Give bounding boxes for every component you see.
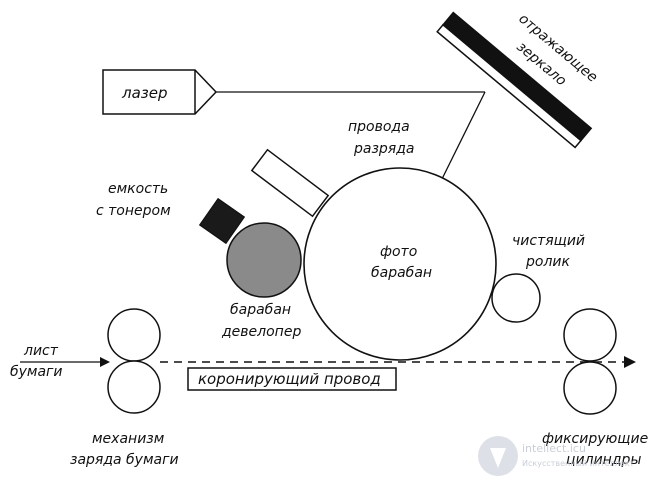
paper-label-line2: бумаги <box>10 364 63 380</box>
toner-container <box>198 197 246 245</box>
charge-roller-bottom <box>107 360 161 414</box>
toner-label-line2: с тонером <box>96 203 171 219</box>
fixing-label-line2: цилиндры <box>566 452 641 468</box>
cleaning-label-line1: чистящий <box>512 233 585 249</box>
photo-drum-label-line2: барабан <box>371 265 432 281</box>
cleaning-roller <box>491 273 541 323</box>
paper-label-line1: лист <box>23 343 59 359</box>
fixing-roller-top <box>563 308 617 362</box>
paper-path-entry-arrow <box>100 357 110 367</box>
watermark-brand: intellect.icu <box>522 442 586 455</box>
paper-path-exit-arrow <box>624 356 636 368</box>
corona-wire-label: коронирующий провод <box>198 370 381 388</box>
laser-label: лазер <box>121 84 168 102</box>
watermark-tagline: Искусственный интеллект <box>522 459 635 468</box>
photo-drum <box>303 167 497 361</box>
fixing-roller-bottom <box>563 361 617 415</box>
wires-label-line1: провода <box>348 119 410 135</box>
charge-label-line1: механизм <box>92 431 165 447</box>
toner-label-line1: емкость <box>108 181 168 197</box>
wires-label-line2: разряда <box>353 141 414 157</box>
reflecting-mirror <box>436 11 593 149</box>
charge-roller-top <box>107 308 161 362</box>
laser-unit <box>102 69 218 115</box>
charge-label-line2: заряда бумаги <box>70 452 179 468</box>
corona-wire-box <box>187 367 397 391</box>
reflected-beam <box>439 91 486 184</box>
developer-drum <box>226 222 302 298</box>
developer-label-line1: барабан <box>230 302 291 318</box>
watermark: intellect.icu Искусственный интеллект <box>478 436 635 476</box>
fixing-label-line1: фиксирующие <box>542 431 648 447</box>
photo-drum-label-line1: фото <box>380 244 417 260</box>
cleaning-label-line2: ролик <box>525 254 570 270</box>
discharge-wires-unit <box>250 148 330 218</box>
developer-label-line2: девелопер <box>221 324 301 340</box>
